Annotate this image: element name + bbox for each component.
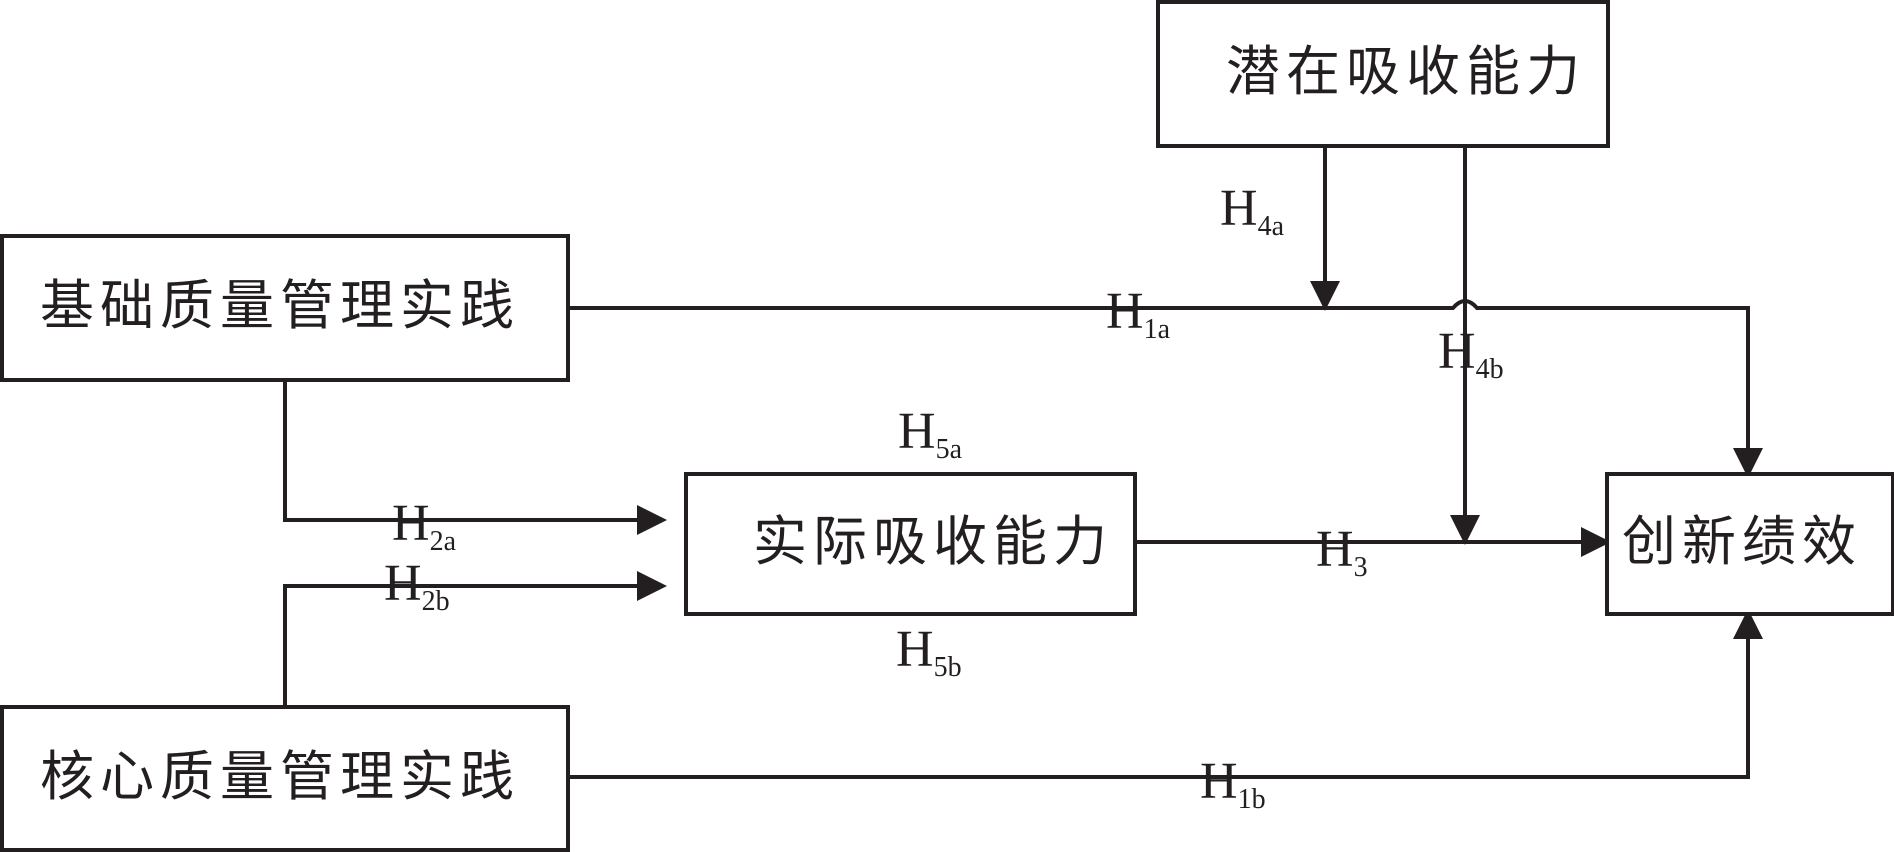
node-label-core: 核心质量管理实践 bbox=[40, 745, 520, 808]
label-h4a: H4a bbox=[1220, 180, 1285, 242]
label-h3: H3 bbox=[1316, 521, 1368, 583]
arrowhead-h4b bbox=[1450, 515, 1480, 545]
node-innovation-performance: 创新绩效 bbox=[1605, 472, 1894, 616]
node-potential-absorptive-capacity: 潜在吸收能力 bbox=[1156, 0, 1610, 148]
connectors bbox=[283, 146, 1750, 779]
label-h2a: H2a bbox=[392, 495, 457, 557]
connector-h2a bbox=[283, 380, 640, 522]
arrowhead-h2a bbox=[637, 505, 667, 535]
arrowhead-h1b bbox=[1733, 609, 1763, 639]
arrowhead-h2b bbox=[637, 571, 667, 601]
label-h1b: H1b bbox=[1200, 753, 1266, 815]
connector-h1b bbox=[568, 632, 1750, 779]
arrowhead-h3 bbox=[1581, 527, 1611, 557]
label-h5b: H5b bbox=[896, 621, 962, 683]
node-basic-quality-management: 基础质量管理实践 bbox=[0, 234, 570, 382]
node-label-realized: 实际吸收能力 bbox=[753, 510, 1113, 573]
label-h5a: H5a bbox=[898, 403, 963, 465]
node-core-quality-management: 核心质量管理实践 bbox=[0, 705, 570, 852]
label-h1a: H1a bbox=[1106, 283, 1171, 345]
arrowhead-h1a bbox=[1733, 448, 1763, 478]
hypothesis-labels: H4a H1a H4b H5a H2a H3 H2b H5b H1b bbox=[384, 180, 1504, 815]
label-h4b: H4b bbox=[1438, 323, 1504, 385]
label-h2b: H2b bbox=[384, 555, 450, 617]
node-label-innovation: 创新绩效 bbox=[1622, 510, 1862, 573]
arrowheads bbox=[637, 281, 1763, 639]
arrowhead-h4a bbox=[1310, 281, 1340, 311]
node-label-potential: 潜在吸收能力 bbox=[1226, 40, 1586, 103]
node-label-basic: 基础质量管理实践 bbox=[40, 274, 520, 337]
node-realized-absorptive-capacity: 实际吸收能力 bbox=[684, 472, 1137, 616]
connector-h2b bbox=[283, 584, 640, 707]
